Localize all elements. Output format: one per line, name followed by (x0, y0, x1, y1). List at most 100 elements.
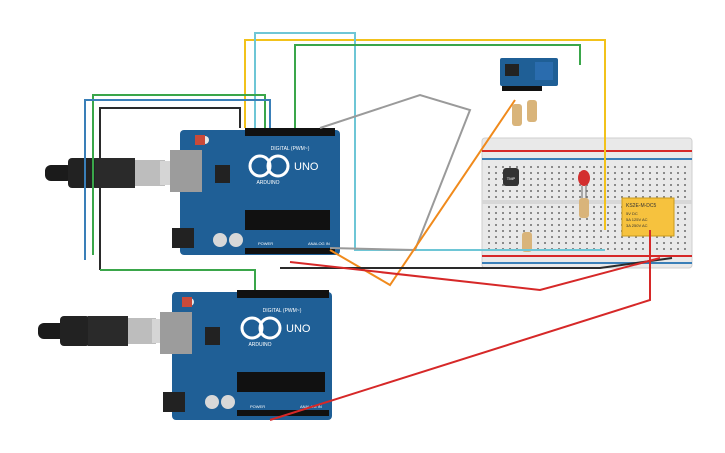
breadboard-hole (551, 196, 553, 198)
breadboard-hole (656, 172, 658, 174)
breadboard-hole (523, 178, 525, 180)
arduino-board-bottom[interactable]: DIGITAL (PWM~) UNO ARDUINO POWER ANALOG … (160, 290, 332, 420)
breadboard-hole (551, 236, 553, 238)
breadboard-hole (677, 242, 679, 244)
breadboard-hole (544, 212, 546, 214)
breadboard-hole (572, 172, 574, 174)
breadboard-hole (579, 236, 581, 238)
breadboard-hole (579, 230, 581, 232)
breadboard-hole (684, 224, 686, 226)
breadboard-hole (684, 172, 686, 174)
breadboard-hole (593, 166, 595, 168)
breadboard-hole (684, 190, 686, 192)
wires[interactable] (84, 32, 673, 421)
breadboard-hole (593, 236, 595, 238)
breadboard-hole (579, 224, 581, 226)
breadboard-hole (607, 218, 609, 220)
led[interactable] (578, 170, 590, 200)
breadboard-hole (670, 172, 672, 174)
breadboard-hole (614, 242, 616, 244)
usb-cable-top[interactable] (45, 158, 180, 188)
usb-cable-bottom[interactable] (38, 316, 172, 346)
esp8266-module[interactable] (500, 58, 558, 91)
breadboard-hole (565, 172, 567, 174)
breadboard-hole (551, 242, 553, 244)
breadboard-hole (551, 172, 553, 174)
breadboard-hole (572, 196, 574, 198)
breadboard-hole (663, 178, 665, 180)
relay-line3: 3A 250V AC (626, 223, 648, 228)
breadboard-hole (565, 166, 567, 168)
breadboard-hole (537, 172, 539, 174)
breadboard-hole (558, 172, 560, 174)
breadboard-hole (523, 190, 525, 192)
breadboard-hole (530, 184, 532, 186)
breadboard-hole (607, 248, 609, 250)
relay-line1: 5V DC (626, 211, 638, 216)
breadboard-hole (488, 166, 490, 168)
arduino-board-top[interactable]: DIGITAL (PWM~) UNO ARDUINO POWER ANALOG … (170, 128, 340, 255)
breadboard-hole (495, 212, 497, 214)
breadboard-hole (677, 224, 679, 226)
breadboard-hole (593, 190, 595, 192)
breadboard-hole (593, 224, 595, 226)
resistor-1[interactable] (512, 104, 522, 126)
breadboard-hole (670, 242, 672, 244)
breadboard-hole (544, 184, 546, 186)
digital-header-label: DIGITAL (PWM~) (271, 146, 310, 152)
wire-gray (319, 93, 472, 252)
breadboard-hole (558, 184, 560, 186)
breadboard-hole (537, 166, 539, 168)
breadboard-hole (600, 230, 602, 232)
breadboard-hole (600, 206, 602, 208)
resistor-2[interactable] (527, 100, 537, 122)
breadboard-hole (565, 218, 567, 220)
uno-label: UNO (286, 323, 311, 335)
breadboard-hole (677, 218, 679, 220)
breadboard-hole (621, 236, 623, 238)
breadboard-hole (677, 178, 679, 180)
breadboard-hole (579, 242, 581, 244)
breadboard-hole (502, 190, 504, 192)
breadboard-hole (642, 190, 644, 192)
breadboard-hole (593, 230, 595, 232)
resistor-3[interactable] (522, 232, 532, 252)
breadboard-hole (516, 166, 518, 168)
transistor[interactable]: TMP (503, 168, 519, 186)
breadboard-hole (684, 178, 686, 180)
breadboard-hole (586, 236, 588, 238)
breadboard-hole (635, 184, 637, 186)
breadboard-hole (495, 236, 497, 238)
breadboard-hole (558, 212, 560, 214)
breadboard-hole (558, 242, 560, 244)
breadboard-hole (516, 242, 518, 244)
breadboard-hole (607, 230, 609, 232)
breadboard-hole (656, 248, 658, 250)
breadboard-hole (593, 242, 595, 244)
breadboard-hole (530, 224, 532, 226)
breadboard-hole (544, 242, 546, 244)
breadboard-hole (600, 218, 602, 220)
breadboard-hole (586, 218, 588, 220)
breadboard-hole (635, 236, 637, 238)
breadboard-hole (684, 212, 686, 214)
breadboard-hole (635, 190, 637, 192)
breadboard-hole (565, 212, 567, 214)
breadboard-hole (488, 206, 490, 208)
breadboard-hole (614, 212, 616, 214)
breadboard-hole (628, 248, 630, 250)
breadboard-hole (537, 236, 539, 238)
breadboard-hole (516, 206, 518, 208)
breadboard-hole (488, 218, 490, 220)
breadboard-hole (502, 206, 504, 208)
breadboard-hole (656, 236, 658, 238)
breadboard-hole (684, 206, 686, 208)
breadboard-hole (495, 172, 497, 174)
breadboard-hole (586, 190, 588, 192)
relay-module[interactable]: KS2E-M-DC5 5V DC 5A 125V AC 3A 250V AC (621, 197, 675, 237)
breadboard-hole (558, 196, 560, 198)
breadboard-hole (572, 184, 574, 186)
resistor-4[interactable] (579, 198, 589, 218)
breadboard-hole (495, 184, 497, 186)
